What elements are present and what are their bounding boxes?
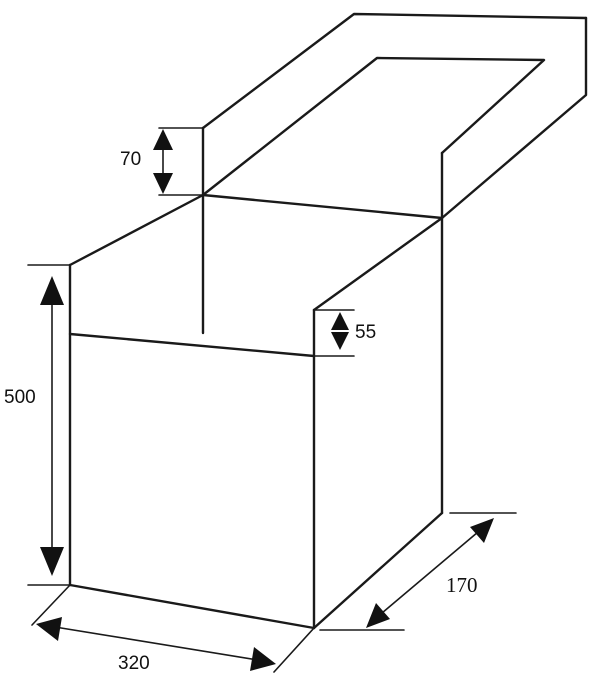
frame-outer-top — [201, 12, 588, 130]
frame-inner-opening — [201, 56, 546, 197]
ext-line-320-right — [273, 627, 315, 673]
arrow-down-icon — [331, 332, 349, 350]
arrow-down-icon — [40, 547, 64, 576]
arrow-down-left-icon — [366, 603, 390, 628]
dimension-width: 320 — [31, 584, 315, 674]
left-side-top-edge — [68, 193, 205, 267]
front-bottom-edge — [68, 583, 316, 630]
arrow-left-icon — [36, 617, 62, 641]
arrow-down-icon — [153, 173, 173, 194]
label-55: 55 — [355, 322, 376, 343]
bottom-right-edge — [312, 511, 444, 630]
top-frame — [201, 12, 588, 220]
arrow-up-icon — [331, 312, 349, 330]
frame-outer-right — [440, 16, 588, 220]
arrow-up-icon — [40, 276, 64, 305]
ext-line-320-left — [31, 584, 71, 626]
dimension-top-frame: 70 — [120, 127, 204, 196]
arrow-right-icon — [250, 647, 276, 671]
box-body — [68, 193, 444, 630]
step-top-edge — [312, 216, 444, 312]
label-70: 70 — [120, 149, 141, 170]
arrow-up-right-icon — [470, 518, 494, 543]
arrow-up-icon — [153, 129, 173, 150]
dimension-depth: 170 — [319, 512, 517, 631]
label-320: 320 — [118, 653, 150, 674]
top-cross-edge — [201, 193, 444, 220]
dim-line-320 — [54, 626, 259, 661]
label-170: 170 — [446, 573, 478, 597]
dimension-height: 500 — [4, 264, 71, 586]
dimension-step: 55 — [313, 309, 376, 357]
front-top-edge — [68, 332, 316, 358]
label-500: 500 — [4, 387, 36, 408]
dim-line-170 — [381, 531, 479, 614]
